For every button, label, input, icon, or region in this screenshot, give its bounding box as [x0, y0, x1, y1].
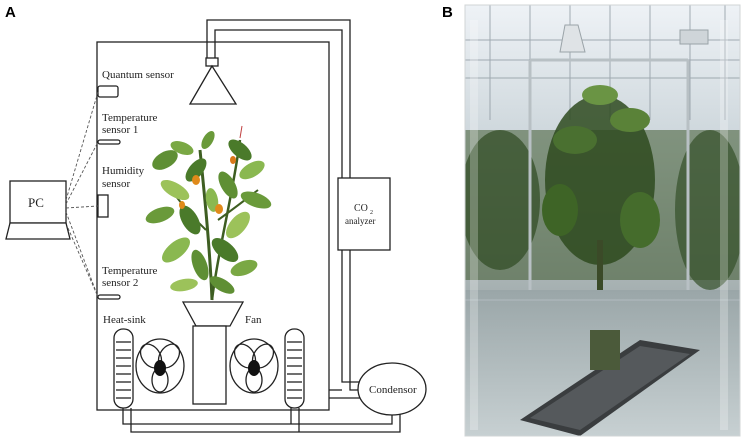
plant-pot	[181, 301, 245, 327]
chamber-diagram: CO 2 analyzer Condensor Quantum sensor T…	[5, 19, 427, 433]
link-humidity	[65, 205, 99, 209]
heat-sink-left	[113, 328, 134, 409]
return-pipe-outer	[122, 408, 393, 425]
co2-subscript: 2	[370, 210, 373, 216]
pc-keyboard	[5, 222, 71, 240]
temperature-sensor-2-label-b: sensor 2	[102, 277, 138, 289]
return-pipe-inner	[130, 408, 401, 433]
co2-analyzer-label: analyzer	[345, 216, 375, 226]
quantum-sensor-label: Quantum sensor	[102, 69, 174, 81]
duct-down-outer	[349, 250, 364, 391]
pepper-plant	[145, 125, 272, 301]
humidity-sensor	[97, 194, 109, 218]
humidity-sensor-label-a: Humidity	[102, 165, 145, 177]
temperature-sensor-2-label-a: Temperature	[102, 265, 158, 277]
fan-label: Fan	[245, 314, 262, 326]
link-temp2-b	[67, 227, 99, 298]
temperature-sensor-1	[97, 139, 121, 145]
plant-stand	[192, 325, 227, 405]
panel-label-b: B	[442, 4, 453, 21]
heat-sink-label: Heat-sink	[103, 314, 146, 326]
link-temp1	[65, 141, 99, 205]
link-quantum	[65, 91, 99, 201]
hood	[188, 64, 238, 105]
duct-outer	[206, 19, 351, 178]
link-temp2	[65, 211, 99, 298]
temperature-sensor-1-label-b: sensor 1	[102, 124, 138, 136]
panel-label-a: A	[5, 4, 16, 21]
fan-left	[135, 338, 185, 394]
duct-down-inner	[341, 250, 364, 383]
greenhouse-photo	[465, 5, 740, 436]
duct-inner	[214, 29, 343, 178]
quantum-sensor	[97, 85, 119, 98]
pc-label: PC	[28, 195, 44, 210]
condensor-label: Condensor	[369, 384, 417, 396]
photo-border	[464, 4, 741, 437]
co2-label: CO	[354, 203, 368, 214]
temperature-sensor-2	[97, 294, 121, 300]
chamber-outline	[96, 41, 330, 411]
temperature-sensor-1-label-a: Temperature	[102, 112, 158, 124]
co2-analyzer-box	[337, 177, 391, 251]
humidity-sensor-label-b: sensor	[102, 178, 130, 190]
heat-sink-right	[284, 328, 305, 409]
fan-right	[229, 338, 279, 394]
